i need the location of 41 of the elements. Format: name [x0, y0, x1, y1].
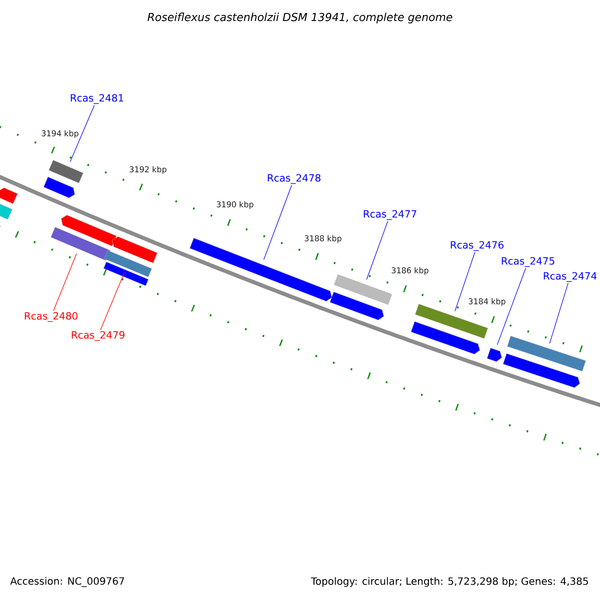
gene-bar [104, 250, 152, 278]
footer-text: Accession: NC_009767 [10, 577, 124, 587]
gene-block [112, 236, 158, 264]
gene-block [486, 348, 502, 362]
scale-label: 3188 kbp [304, 235, 342, 243]
leader-line [366, 220, 388, 280]
gene-label: Rcas_2475 [502, 257, 554, 267]
gene-label: Rcas_2480 [24, 312, 78, 322]
gene-bar [0, 203, 12, 220]
leader-line [263, 184, 292, 260]
gene-label: Rcas_2474 [544, 272, 597, 282]
gene-bar [48, 160, 84, 184]
gene-bar [50, 226, 110, 261]
scale-label: 3194 kbp [42, 130, 78, 138]
gene-bar [415, 304, 488, 339]
leader-line [100, 272, 125, 330]
scale-label: 3186 kbp [392, 267, 428, 275]
leader-line [549, 282, 568, 344]
gene-label: Rcas_2479 [72, 331, 124, 341]
footer-text: Topology: circular; Length: 5,723,298 bp; Genes: 4,385 [310, 577, 588, 587]
leader-line [53, 253, 77, 312]
gene-block [330, 292, 384, 320]
gene-label: Rcas_2478 [268, 174, 320, 184]
scale-label: 3190 kbp [216, 201, 254, 209]
scale-label: 3192 kbp [130, 166, 166, 174]
gene-label: Rcas_2477 [364, 210, 416, 220]
gene-bar [334, 274, 392, 305]
gene-bar [104, 262, 148, 286]
gene-block [61, 214, 116, 246]
leader-line [70, 104, 95, 162]
title: Roseiflexus castenholzii DSM 13941, complete genome [148, 12, 452, 24]
gene-block [43, 176, 75, 198]
gene-block [410, 321, 480, 354]
gene-label: Rcas_2476 [450, 241, 504, 251]
gene-label: Rcas_2481 [70, 94, 124, 104]
gene-block [502, 353, 580, 388]
scale-label: 3184 kbp [468, 298, 506, 306]
leader-line [454, 252, 476, 312]
gene-bar [507, 336, 586, 372]
gene-block [0, 188, 18, 204]
leader-line [496, 268, 526, 346]
